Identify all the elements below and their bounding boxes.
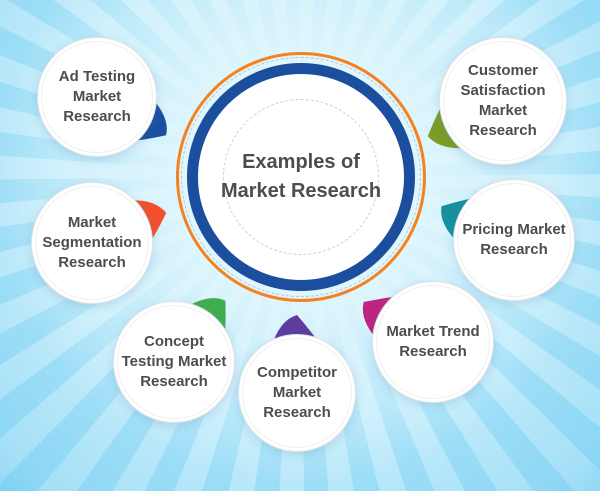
- bubble-label: Concept Testing Market Research: [121, 333, 227, 390]
- bubble-label: Market Trend Research: [386, 323, 480, 360]
- center-dotted-ring: [223, 99, 379, 255]
- bubble-label: Competitor Market Research: [257, 364, 337, 421]
- bubble-pricing: Pricing Market Research: [453, 179, 575, 301]
- bubble-customer-satisfaction: Customer Satisfaction Market Research: [439, 37, 567, 165]
- bubble-market-trend: Market Trend Research: [372, 281, 494, 403]
- bubble-label: Pricing Market Research: [462, 221, 566, 258]
- bubble-ad-testing: Ad Testing Market Research: [37, 37, 157, 157]
- bubble-concept-testing: Concept Testing Market Research: [113, 301, 235, 423]
- bubble-label: Customer Satisfaction Market Research: [460, 62, 546, 139]
- diagram-title: Examples of Market Research: [220, 151, 382, 202]
- bubble-market-segmentation: Market Segmentation Research: [31, 182, 153, 304]
- center-dashed-ring: [181, 57, 421, 297]
- center-circle: Examples of Market Research: [176, 52, 426, 302]
- bubble-competitor: Competitor Market Research: [238, 334, 356, 452]
- bubble-label: Ad Testing Market Research: [58, 68, 136, 125]
- center-blue-ring: Examples of Market Research: [187, 63, 415, 291]
- bubble-label: Market Segmentation Research: [42, 214, 142, 271]
